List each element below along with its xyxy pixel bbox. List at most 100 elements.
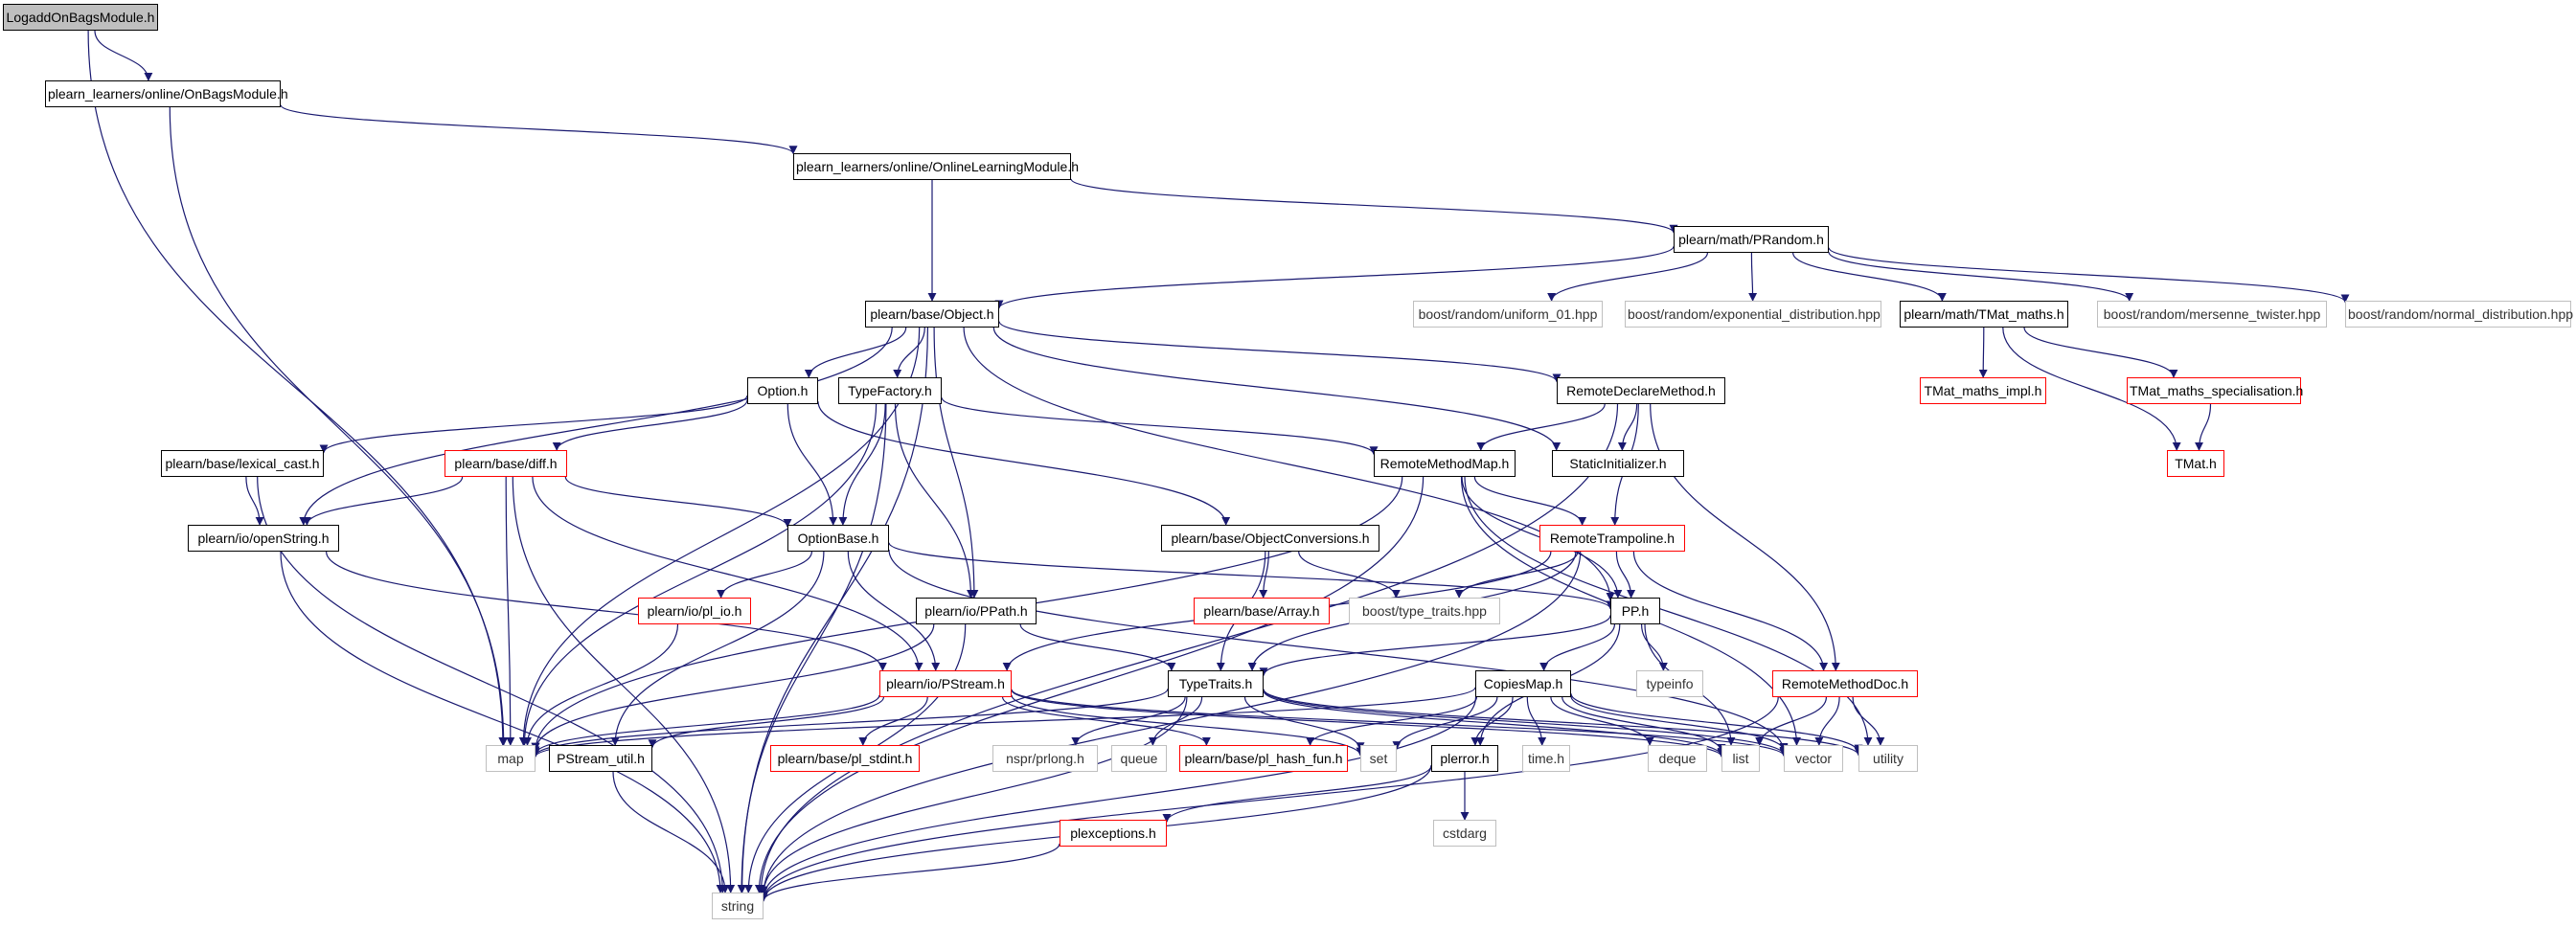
edge-typetraits-to-set: [1243, 696, 1365, 752]
edge-onbags-to-map: [169, 106, 509, 746]
node-plexceptions[interactable]: plexceptions.h: [1060, 820, 1167, 847]
node-normal-distribution: boost/random/normal_distribution.hpp: [2345, 301, 2573, 328]
edge-pstream-to-hashfun: [1002, 696, 1211, 746]
edge-object-to-option: [804, 327, 907, 378]
edge-objconv-to-array: [1259, 551, 1269, 599]
node-remote-trampoline[interactable]: RemoteTrampoline.h: [1539, 525, 1685, 552]
edge-object-to-openstring: [299, 327, 893, 526]
edge-plio-to-map: [523, 623, 679, 746]
node-remote-method-map[interactable]: RemoteMethodMap.h: [1374, 450, 1516, 477]
node-pl-hash-fun[interactable]: plearn/base/pl_hash_fun.h: [1179, 745, 1348, 772]
edge-object-to-typefactory: [893, 327, 925, 378]
edge-object-to-ppath: [933, 327, 979, 599]
edge-optionbase-to-pp: [888, 542, 1615, 610]
node-pstream-util[interactable]: PStream_util.h: [549, 745, 652, 772]
edge-lexical-to-string: [257, 476, 727, 893]
node-diff[interactable]: plearn/base/diff.h: [445, 450, 567, 477]
edge-typefactory-to-string: [737, 403, 887, 893]
node-remote-method-doc[interactable]: RemoteMethodDoc.h: [1772, 670, 1918, 697]
node-type-traits[interactable]: TypeTraits.h: [1168, 670, 1264, 697]
edge-pstream-to-pstreamutil: [648, 696, 884, 749]
edge-remotedeclare-to-remotemethodmap: [1476, 403, 1606, 451]
node-tmat[interactable]: TMat.h: [2167, 450, 2224, 477]
node-typefactory[interactable]: TypeFactory.h: [838, 377, 942, 404]
edge-root-to-onbags: [94, 30, 153, 81]
edge-tmatmaths-to-tmatspec: [2023, 327, 2178, 378]
node-queue: queue: [1111, 745, 1167, 772]
edge-online-to-prandom: [1070, 178, 1678, 234]
edge-prandom-to-normal: [1828, 247, 2350, 304]
edge-remotemethoddoc-to-string: [759, 696, 1779, 902]
edge-diff-to-optionbase: [564, 476, 792, 528]
edge-ppath-to-map: [531, 623, 935, 752]
edge-copiesmap-to-string: [759, 696, 1477, 900]
edge-optionbase-to-plio: [717, 551, 812, 599]
node-pl-io[interactable]: plearn/io/pl_io.h: [638, 598, 751, 624]
edge-lexical-to-openstring: [245, 476, 264, 526]
node-pl-stdint[interactable]: plearn/base/pl_stdint.h: [770, 745, 920, 772]
node-option-base[interactable]: OptionBase.h: [787, 525, 889, 552]
node-lexical-cast[interactable]: plearn/base/lexical_cast.h: [161, 450, 324, 477]
edge-plerror-to-plexceptions: [1162, 765, 1432, 823]
node-option[interactable]: Option.h: [747, 377, 818, 404]
node-copies-map[interactable]: CopiesMap.h: [1475, 670, 1571, 697]
node-root-header[interactable]: LogaddOnBagsModule.h: [3, 4, 158, 31]
node-tmat-maths-specialisation[interactable]: TMat_maths_specialisation.h: [2127, 377, 2303, 404]
node-ppath[interactable]: plearn/io/PPath.h: [916, 598, 1037, 624]
edge-typefactory-to-remotemethodmap: [941, 396, 1379, 456]
node-pstream[interactable]: plearn/io/PStream.h: [879, 670, 1012, 697]
edge-typetraits-to-list: [1263, 690, 1726, 757]
edge-typefactory-to-optionbase: [838, 403, 886, 526]
edge-pp-to-typetraits: [1259, 615, 1611, 677]
edge-pstreamutil-to-string: [612, 771, 730, 893]
edge-typetraits-to-map: [531, 689, 1169, 757]
edge-diff-to-openstring: [302, 476, 464, 526]
edge-typetraits-to-string: [759, 696, 1188, 895]
edge-object-to-string: [738, 327, 928, 893]
node-online-learning-module[interactable]: plearn_learners/online/OnlineLearningMod…: [793, 153, 1079, 180]
edge-prandom-to-object: [994, 245, 1675, 309]
edge-prandom-to-expdist: [1748, 252, 1758, 302]
edge-copiesmap-to-hashfun: [1306, 696, 1477, 746]
node-tmat-maths-impl[interactable]: TMat_maths_impl.h: [1920, 377, 2046, 404]
edge-root-to-map: [87, 30, 508, 746]
edge-openstring-to-string: [280, 551, 725, 893]
edge-onbags-to-online: [280, 104, 798, 155]
edge-remotemethodmap-to-string: [754, 476, 1425, 893]
node-utility: utility: [1858, 745, 1918, 772]
node-onbags-module[interactable]: plearn_learners/online/OnBagsModule.h: [45, 80, 288, 107]
edge-copiesmap-to-map: [531, 687, 1476, 757]
edge-typetraits-to-utility: [1263, 689, 1863, 757]
node-static-initializer[interactable]: StaticInitializer.h: [1552, 450, 1684, 477]
node-list: list: [1721, 745, 1760, 772]
edge-remotemethodmap-to-trampoline: [1473, 476, 1587, 526]
node-prandom[interactable]: plearn/math/PRandom.h: [1674, 226, 1829, 253]
edge-copiesmap-to-deque: [1550, 696, 1654, 746]
edge-typefactory-to-map: [519, 403, 878, 746]
edge-prandom-to-mersenne: [1828, 251, 2134, 302]
edge-diff-to-string: [512, 476, 736, 893]
edge-pp-to-copiesmap: [1539, 623, 1615, 671]
node-set: set: [1360, 745, 1397, 772]
edge-copiesmap-to-timeh: [1526, 696, 1547, 746]
node-uniform01: boost/random/uniform_01.hpp: [1413, 301, 1603, 328]
edge-object-to-map: [518, 327, 921, 746]
edge-copiesmap-to-vector: [1570, 695, 1789, 752]
node-array[interactable]: plearn/base/Array.h: [1194, 598, 1330, 624]
edge-object-to-staticinit: [992, 327, 1562, 451]
node-open-string[interactable]: plearn/io/openString.h: [188, 525, 339, 552]
edge-optionbase-to-pstreamutil: [610, 551, 825, 746]
node-mersenne-twister: boost/random/mersenne_twister.hpp: [2097, 301, 2327, 328]
node-pp[interactable]: PP.h: [1610, 598, 1660, 624]
node-plerror[interactable]: plerror.h: [1431, 745, 1498, 772]
edge-ppath-to-typetraits: [1019, 623, 1176, 671]
node-tmat-maths[interactable]: plearn/math/TMat_maths.h: [1900, 301, 2068, 328]
edge-plexceptions-to-string: [759, 843, 1060, 902]
node-object-conversions[interactable]: plearn/base/ObjectConversions.h: [1161, 525, 1379, 552]
node-object[interactable]: plearn/base/Object.h: [865, 301, 999, 328]
edge-objconv-to-typetraitshpp: [1298, 551, 1401, 599]
edge-remotemethodmap-to-utility: [1464, 476, 1873, 746]
node-remote-declare-method[interactable]: RemoteDeclareMethod.h: [1557, 377, 1725, 404]
edge-pstream-to-map: [531, 694, 880, 756]
edge-pstream-to-plstdint: [858, 696, 928, 746]
